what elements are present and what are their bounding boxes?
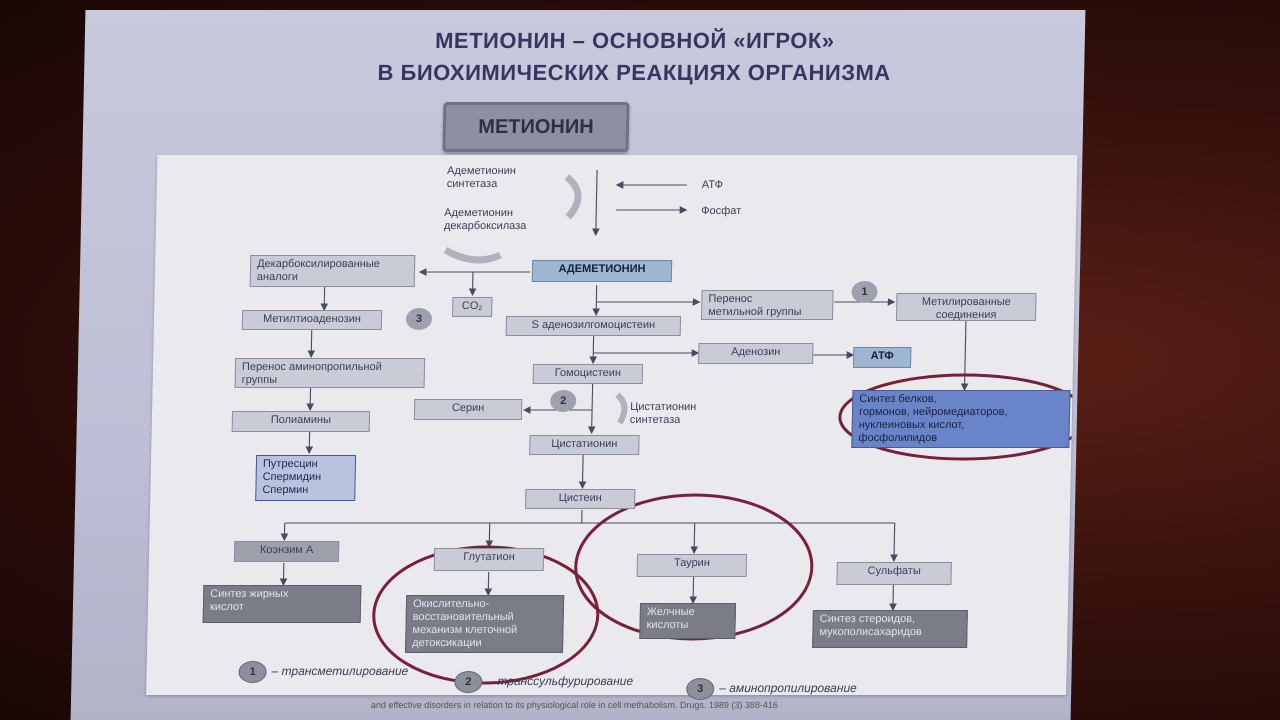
methionine-header-box: МЕТИОНИН (442, 102, 630, 152)
arrow-to-glutathione (485, 523, 494, 549)
atp-in-label: АТФ (701, 179, 724, 191)
sah-box: S аденозилгомоцистеин (505, 316, 682, 336)
legend-text-3: – аминопропилирование (719, 681, 857, 695)
arrow-cystath-cysteine (578, 455, 587, 490)
adenosine-box: Аденозин (698, 343, 814, 364)
synthesis-blue-box: Синтез белков,гормонов, нейромедиаторов,… (851, 390, 1071, 448)
arrow-sulf-steroid (889, 585, 897, 612)
steroid-synthesis-box: Синтез стероидов,мукополисахаридов (812, 610, 968, 648)
diagram-arrows (279, 170, 1078, 685)
polyamines-box: Полиамины (231, 411, 371, 432)
homocysteine-box: Гомоцистеин (532, 364, 644, 384)
co2-box: CO₂ (452, 297, 493, 317)
slide-title-line1: МЕТИОНИН – ОСНОВНОЙ «ИГРОК» (434, 28, 835, 53)
arrow-to-sulfates (890, 523, 898, 563)
curved-arrow-synthetase (564, 174, 582, 220)
arrow-ademet-sah (592, 285, 601, 317)
legend-text-2: – транссульфурирование (487, 674, 634, 688)
atp-out-box: АТФ (852, 347, 912, 368)
coenzyme-a-box: Коэнзим А (233, 541, 340, 562)
arrow-met-ademet (592, 170, 600, 237)
sulfates-box: Сульфаты (836, 562, 952, 585)
taurine-box: Таурин (636, 554, 748, 577)
arrow-sah-homocys (589, 335, 598, 365)
curved-arrow-cystathionine (615, 392, 628, 425)
curved-arrow-decarboxylase (443, 246, 502, 264)
highlight-circle-glutathione (372, 545, 600, 685)
arrow-mta-aminoprop (307, 330, 316, 359)
serine-box: Серин (413, 399, 523, 420)
slide-title-line2: В БИОХИМИЧЕСКИХ РЕАКЦИЯХ ОРГАНИЗМА (377, 60, 891, 85)
cysteine-box: Цистеин (525, 489, 636, 509)
citation-footer: and effective disorders in relation to i… (370, 700, 779, 710)
highlight-circle-synthesis (838, 373, 1078, 461)
arrow-homocys-cystath (587, 383, 596, 435)
arrow-compounds-synthesis (960, 320, 969, 392)
arrow-taurine-bile (689, 577, 698, 605)
slide: МЕТИОНИН – ОСНОВНОЙ «ИГРОК» В БИОХИМИЧЕС… (70, 10, 1086, 720)
ademetionine-box: АДЕМЕТИОНИН (531, 260, 673, 282)
glutathione-box: Глутатион (433, 548, 545, 571)
highlight-circle-taurine (574, 493, 814, 641)
arrow-to-taurine (690, 523, 699, 555)
legend-circle-3: 3 (686, 678, 715, 700)
cystathionine-box: Цистатионин (529, 435, 640, 455)
methylthioadenosine-box: Метилтиоаденозин (241, 310, 383, 330)
phosphate-label: Фосфат (701, 205, 742, 217)
legend-text-1: – трансметилирование (271, 664, 409, 678)
